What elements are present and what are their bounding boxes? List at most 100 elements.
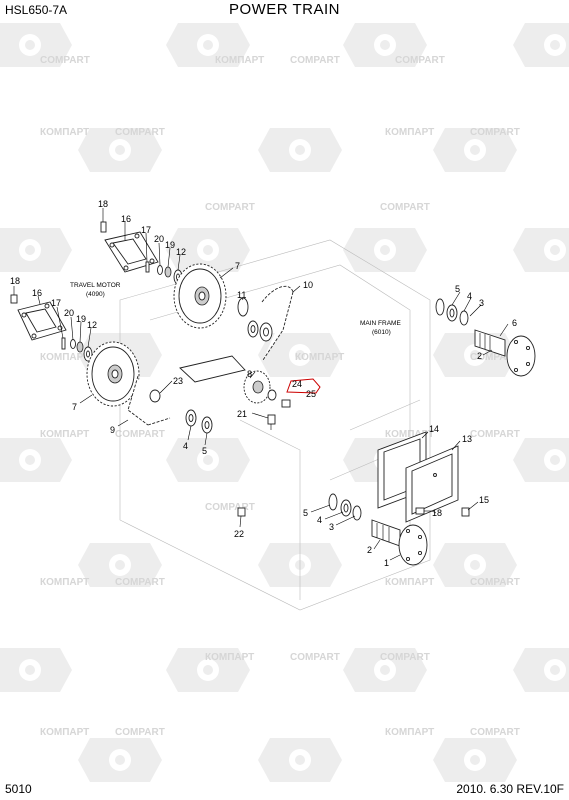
- callout-22: 22: [234, 529, 244, 539]
- callout-19: 19: [76, 314, 86, 324]
- watermark-layer: COMPART КОМПАРТ COMPART COMPART КОМПАРТ …: [0, 23, 569, 782]
- lower-gasket-16: [17, 301, 67, 341]
- callout-3: 3: [329, 522, 334, 532]
- callout-4: 4: [183, 441, 188, 451]
- svg-text:КОМПАРТ: КОМПАРТ: [385, 127, 434, 138]
- lower-bearing-4-5: [185, 409, 213, 434]
- callout-21: 21: [237, 409, 247, 419]
- callout-24: 24: [292, 379, 302, 389]
- bolt-18-right: [415, 507, 432, 515]
- bolt-22: [237, 507, 246, 517]
- callout-7: 7: [235, 261, 240, 271]
- svg-text:COMPART: COMPART: [395, 55, 445, 66]
- callout-13: 13: [462, 434, 472, 444]
- svg-text:COMPART: COMPART: [40, 55, 90, 66]
- svg-text:КОМПАРТ: КОМПАРТ: [295, 352, 344, 363]
- svg-text:КОМПАРТ: КОМПАРТ: [205, 652, 254, 663]
- svg-text:КОМПАРТ: КОМПАРТ: [40, 127, 89, 138]
- upper-sprocket-7: [173, 263, 227, 329]
- svg-text:КОМПАРТ: КОМПАРТ: [385, 429, 434, 440]
- leader-lines: [13, 208, 509, 561]
- callout-6: 6: [512, 318, 517, 328]
- lower-seal-20-19: [70, 339, 84, 353]
- callout-7: 7: [72, 402, 77, 412]
- callout-5: 5: [455, 284, 460, 294]
- svg-text:КОМПАРТ: КОМПАРТ: [40, 429, 89, 440]
- callout-10: 10: [303, 280, 313, 290]
- callout-18: 18: [98, 199, 108, 209]
- callout-17: 17: [51, 298, 61, 308]
- callout-15: 15: [479, 495, 489, 505]
- upper-gasket-16: [104, 231, 159, 273]
- page-number: 5010: [5, 782, 32, 796]
- svg-text:COMPART: COMPART: [470, 429, 520, 440]
- idler-sprocket-8: [243, 370, 277, 404]
- svg-text:КОМПАРТ: КОМПАРТ: [385, 577, 434, 588]
- callout-23: 23: [173, 376, 183, 386]
- svg-text:COMPART: COMPART: [380, 652, 430, 663]
- svg-text:COMPART: COMPART: [115, 127, 165, 138]
- page-title: POWER TRAIN: [228, 1, 341, 18]
- callout-14: 14: [429, 424, 439, 434]
- svg-text:КОМПАРТ: КОМПАРТ: [40, 577, 89, 588]
- callout-12: 12: [87, 320, 97, 330]
- svg-text:COMPART: COMPART: [470, 727, 520, 738]
- upper-bearing-11: [237, 297, 273, 342]
- callout-4: 4: [317, 515, 322, 525]
- callout-5: 5: [202, 446, 207, 456]
- svg-text:COMPART: COMPART: [290, 55, 340, 66]
- svg-text:COMPART: COMPART: [115, 577, 165, 588]
- svg-text:COMPART: COMPART: [470, 127, 520, 138]
- svg-text:КОМПАРТ: КОМПАРТ: [385, 727, 434, 738]
- upper-bolt-18: [100, 215, 107, 233]
- svg-text:COMPART: COMPART: [290, 652, 340, 663]
- callout-18: 18: [432, 508, 442, 518]
- highlight-24-outline: [286, 378, 321, 394]
- svg-text:КОМПАРТ: КОМПАРТ: [40, 352, 89, 363]
- cover-13: [405, 445, 459, 523]
- callout-16: 16: [32, 288, 42, 298]
- callout-8: 8: [247, 369, 252, 379]
- svg-text:COMPART: COMPART: [380, 202, 430, 213]
- callout-16: 16: [121, 214, 131, 224]
- callout-11: 11: [237, 290, 246, 300]
- svg-text:COMPART: COMPART: [205, 202, 255, 213]
- lower-sprocket-7: [86, 341, 140, 407]
- svg-text:COMPART: COMPART: [115, 727, 165, 738]
- callout-3: 3: [479, 298, 484, 308]
- lower-ring-17: [61, 337, 66, 350]
- callout-9: 9: [110, 425, 115, 435]
- callout-18: 18: [10, 276, 20, 286]
- lower-chain-9: [127, 375, 171, 426]
- revision-date: 2010. 6.30 REV.10F: [456, 782, 564, 796]
- svg-text:COMPART: COMPART: [470, 352, 520, 363]
- bolt-21: [267, 414, 276, 430]
- main-frame-ref: (6010): [372, 329, 391, 336]
- upper-chain-10: [261, 285, 294, 361]
- lower-bolt-18: [10, 294, 18, 304]
- bolt-25: [281, 399, 291, 408]
- upper-ring-17: [145, 261, 150, 273]
- rear-axle-bearings: [435, 298, 469, 326]
- main-frame-label: MAIN FRAME: [360, 320, 401, 327]
- callout-20: 20: [154, 234, 164, 244]
- callout-1: 1: [384, 558, 389, 568]
- chain-guide-23: [149, 355, 246, 403]
- callout-20: 20: [64, 308, 74, 318]
- travel-motor-ref: (4090): [86, 291, 105, 298]
- callout-labels: 18 16 17 20 19 12 7 10 11 18 16 17 20 19…: [10, 199, 517, 568]
- callout-17: 17: [141, 225, 151, 235]
- callout-12: 12: [176, 247, 186, 257]
- frame-ghost-outline: [119, 239, 431, 611]
- bolt-15: [461, 507, 470, 517]
- svg-text:COMPART: COMPART: [115, 429, 165, 440]
- callout-4: 4: [467, 291, 472, 301]
- front-axle-bearings: [328, 493, 362, 521]
- front-axle-shaft-1: [371, 519, 428, 566]
- svg-text:COMPART: COMPART: [205, 502, 255, 513]
- svg-text:КОМПАРТ: КОМПАРТ: [40, 727, 89, 738]
- callout-5: 5: [303, 508, 308, 518]
- callout-25: 25: [306, 389, 316, 399]
- callout-2: 2: [367, 545, 372, 555]
